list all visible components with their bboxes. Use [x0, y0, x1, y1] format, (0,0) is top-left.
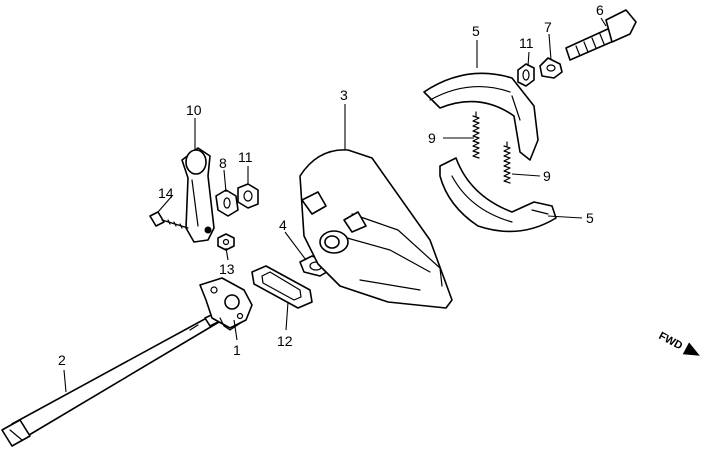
callout-11-left: 11: [238, 149, 253, 165]
axle-shaft: [1, 309, 227, 447]
callout-5-lower: 5: [586, 210, 594, 226]
washer-upper: [539, 57, 563, 79]
fwd-arrow-icon: [682, 342, 700, 356]
callout-8: 8: [219, 155, 227, 171]
fwd-direction-marker: FWD: [657, 330, 700, 356]
callout-9-left: 9: [428, 130, 436, 146]
washer-left: [215, 189, 239, 217]
return-spring-left: [472, 111, 480, 159]
callout-7: 7: [544, 19, 552, 35]
fwd-label: FWD: [657, 330, 685, 352]
anchor-bolt: [565, 9, 637, 61]
nut-small: [217, 233, 235, 251]
callout-13: 13: [219, 261, 235, 277]
callout-14: 14: [158, 185, 174, 201]
callout-9-right: 9: [543, 168, 551, 184]
callout-2: 2: [58, 352, 66, 368]
callout-12: 12: [277, 333, 293, 349]
arm-bolt: [149, 211, 189, 229]
brake-shoe-lower: [439, 157, 557, 233]
return-spring-right: [503, 141, 511, 184]
leader-lines: [63, 17, 607, 393]
gasket: [251, 265, 313, 309]
callout-4: 4: [279, 217, 287, 233]
nut-upper: [517, 63, 535, 87]
nut-left: [237, 183, 259, 209]
callout-3: 3: [340, 87, 348, 103]
callout-11-upper: 11: [519, 35, 534, 51]
brake-arm: [181, 147, 215, 243]
callout-1: 1: [233, 342, 241, 358]
callout-labels: 1 2 3 4 5 5 6 7 8 9 9 10 11 11 12 13 14: [58, 2, 604, 368]
brake-panel: [299, 149, 453, 309]
callout-6: 6: [596, 2, 604, 18]
callout-10: 10: [186, 102, 202, 118]
brake-shoe-upper: [423, 72, 539, 161]
callout-5-upper: 5: [472, 23, 480, 39]
brake-cam-plate: [199, 277, 253, 331]
